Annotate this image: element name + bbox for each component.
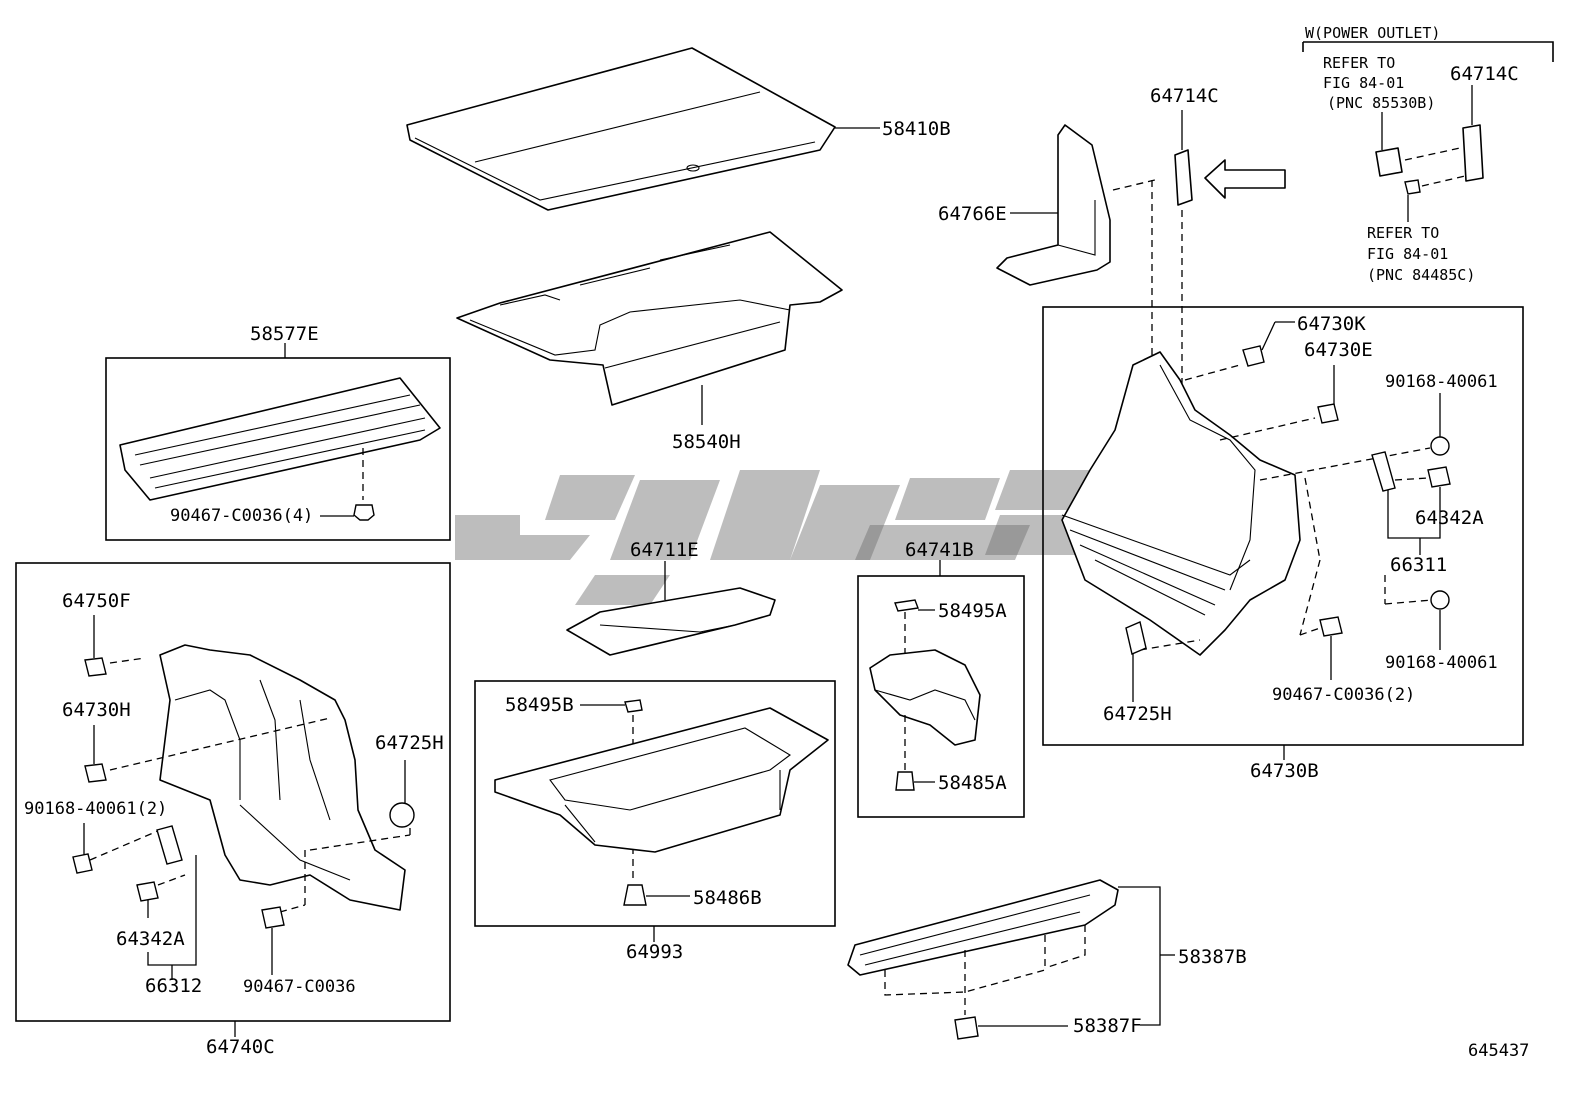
group-box-64740C (15, 562, 451, 1022)
label-58387B: 58387B (1178, 946, 1247, 968)
refer2-line3: (PNC 84485C) (1367, 266, 1475, 284)
label-64766E: 64766E (938, 203, 1007, 225)
label-58495A: 58495A (938, 600, 1007, 622)
diagram-id: 645437 (1468, 1041, 1529, 1061)
side-panel-64766E (996, 124, 1156, 286)
watermark-logo (455, 470, 1110, 605)
tray-64741B (869, 599, 981, 791)
label-58540H: 58540H (672, 431, 741, 453)
label-64711E: 64711E (630, 539, 699, 561)
storage-tray-64993 (494, 699, 829, 906)
luggage-tray-58540H (456, 231, 843, 425)
label-64993: 64993 (626, 941, 683, 963)
refer2-line2: FIG 84-01 (1367, 245, 1448, 263)
label-58486B: 58486B (693, 887, 762, 909)
deck-board-58410B (406, 47, 880, 211)
label-58495B: 58495B (505, 694, 574, 716)
label-64342A-left: 64342A (116, 928, 185, 950)
label-90168-40061-bottom: 90168-40061 (1385, 653, 1498, 673)
refer1-line2: FIG 84-01 (1323, 74, 1404, 92)
clip-90467-C0036-4 (320, 504, 375, 521)
refer2-line1: REFER TO (1367, 224, 1439, 242)
quarter-trim-left-64740C (89, 644, 411, 913)
refer1-line1: REFER TO (1323, 54, 1395, 72)
label-58485A: 58485A (938, 772, 1007, 794)
label-64730E: 64730E (1304, 339, 1373, 361)
label-64730B: 64730B (1250, 760, 1319, 782)
label-66311: 66311 (1390, 554, 1447, 576)
label-90467-C0036: 90467-C0036 (243, 977, 356, 997)
label-64714C-inset: 64714C (1450, 63, 1519, 85)
label-64342A-right: 64342A (1415, 507, 1484, 529)
label-64750F: 64750F (62, 590, 131, 612)
power-outlet-inset (1302, 41, 1554, 222)
label-64740C: 64740C (206, 1036, 275, 1058)
label-90467-C0036-4: 90467-C0036(4) (170, 506, 313, 526)
group-box-64730B (1042, 306, 1524, 746)
fasteners-64730B (1125, 321, 1451, 702)
label-58410B: 58410B (882, 118, 951, 140)
label-64714C-center: 64714C (1150, 85, 1219, 107)
group-box-58577E (105, 357, 451, 541)
scuff-plate-58387B (847, 879, 1175, 1040)
label-90467-C0036-2: 90467-C0036(2) (1272, 685, 1415, 705)
label-64730K: 64730K (1297, 313, 1366, 335)
fasteners-64740C (72, 615, 415, 980)
label-90168-40061-2: 90168-40061(2) (24, 799, 167, 819)
quarter-trim-right-64730B (1061, 351, 1431, 656)
label-64725H-right: 64725H (1103, 703, 1172, 725)
label-64730H: 64730H (62, 699, 131, 721)
group-box-64741B (857, 575, 1025, 818)
group-box-64993 (474, 680, 836, 927)
power-outlet-title: W(POWER OUTLET) (1305, 24, 1440, 42)
label-64741B: 64741B (905, 539, 974, 561)
cover-64711E (566, 561, 776, 656)
label-58577E: 58577E (250, 323, 319, 345)
label-64725H-left: 64725H (375, 732, 444, 754)
sill-plate-58577E (119, 377, 441, 501)
label-66312: 66312 (145, 975, 202, 997)
label-58387F: 58387F (1073, 1015, 1142, 1037)
label-90168-40061-top: 90168-40061 (1385, 372, 1498, 392)
refer1-line3: (PNC 85530B) (1327, 94, 1435, 112)
